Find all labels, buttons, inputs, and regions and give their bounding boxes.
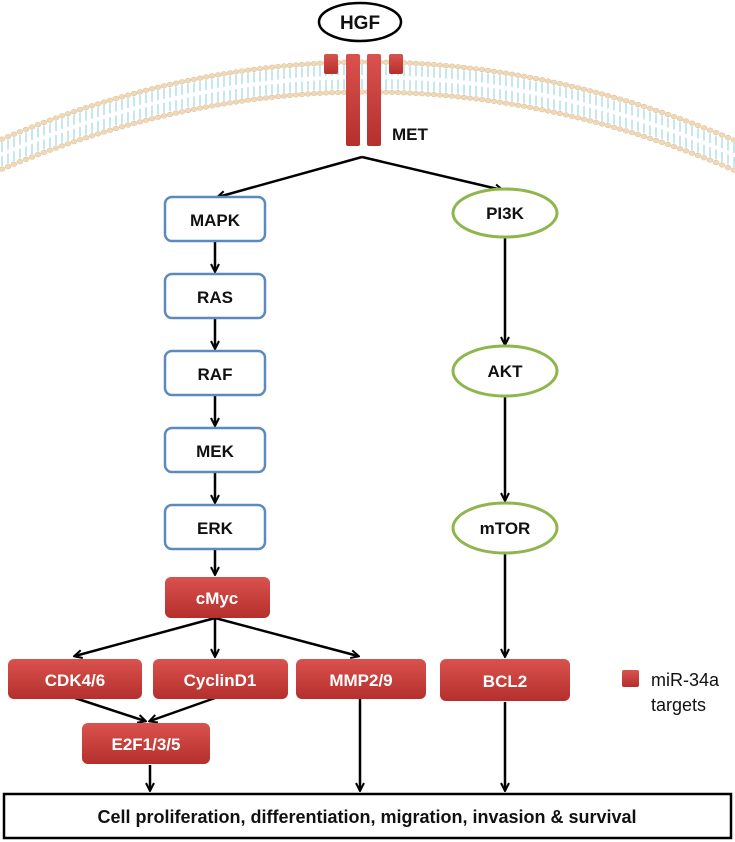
node-mek: MEK [163, 426, 267, 474]
met-receptor: MET [324, 54, 429, 146]
svg-text:RAS: RAS [197, 288, 233, 307]
outcome-box: Cell proliferation, differentiation, mig… [2, 792, 733, 840]
met-label: MET [392, 125, 429, 144]
node-mmp29: MMP2/9 [296, 659, 426, 699]
svg-text:ERK: ERK [197, 519, 234, 538]
svg-text:cMyc: cMyc [196, 589, 239, 608]
legend: miR-34a targets [622, 670, 720, 715]
node-mtor: mTOR [451, 501, 559, 555]
node-cyclind1: CyclinD1 [153, 659, 288, 699]
svg-text:E2F1/3/5: E2F1/3/5 [112, 735, 181, 754]
svg-text:RAF: RAF [198, 365, 233, 384]
legend-swatch [622, 670, 639, 687]
svg-text:CyclinD1: CyclinD1 [184, 671, 257, 690]
node-mapk: MAPK [163, 195, 267, 243]
pi3k-pathway: PI3K AKT mTOR [451, 187, 559, 555]
node-pi3k: PI3K [451, 187, 559, 239]
legend-label-line1: miR-34a [651, 670, 720, 690]
svg-text:PI3K: PI3K [486, 204, 525, 223]
node-e2f: E2F1/3/5 [82, 723, 210, 764]
node-raf: RAF [163, 349, 267, 397]
outcome-label: Cell proliferation, differentiation, mig… [97, 807, 636, 827]
node-akt: AKT [451, 344, 559, 398]
svg-text:MEK: MEK [196, 442, 235, 461]
mir34a-targets: cMyc CDK4/6 CyclinD1 MMP2/9 E2F1/3/5 BCL… [8, 577, 570, 764]
svg-text:BCL2: BCL2 [483, 672, 527, 691]
node-cdk46: CDK4/6 [8, 659, 142, 699]
svg-text:MAPK: MAPK [190, 211, 241, 230]
node-bcl2: BCL2 [440, 659, 570, 701]
svg-text:CDK4/6: CDK4/6 [45, 671, 105, 690]
hgf-label: HGF [340, 13, 380, 34]
node-ras: RAS [163, 272, 267, 320]
node-cmyc: cMyc [165, 577, 270, 618]
svg-text:mTOR: mTOR [480, 519, 531, 538]
mapk-pathway: MAPK RAS RAF MEK ERK [163, 195, 267, 551]
legend-label-line2: targets [651, 695, 706, 715]
node-erk: ERK [163, 503, 267, 551]
hgf-ligand: HGF [317, 1, 403, 43]
svg-text:AKT: AKT [488, 362, 524, 381]
arrows [75, 155, 505, 790]
svg-text:MMP2/9: MMP2/9 [329, 671, 392, 690]
cell-membrane [0, 59, 735, 173]
